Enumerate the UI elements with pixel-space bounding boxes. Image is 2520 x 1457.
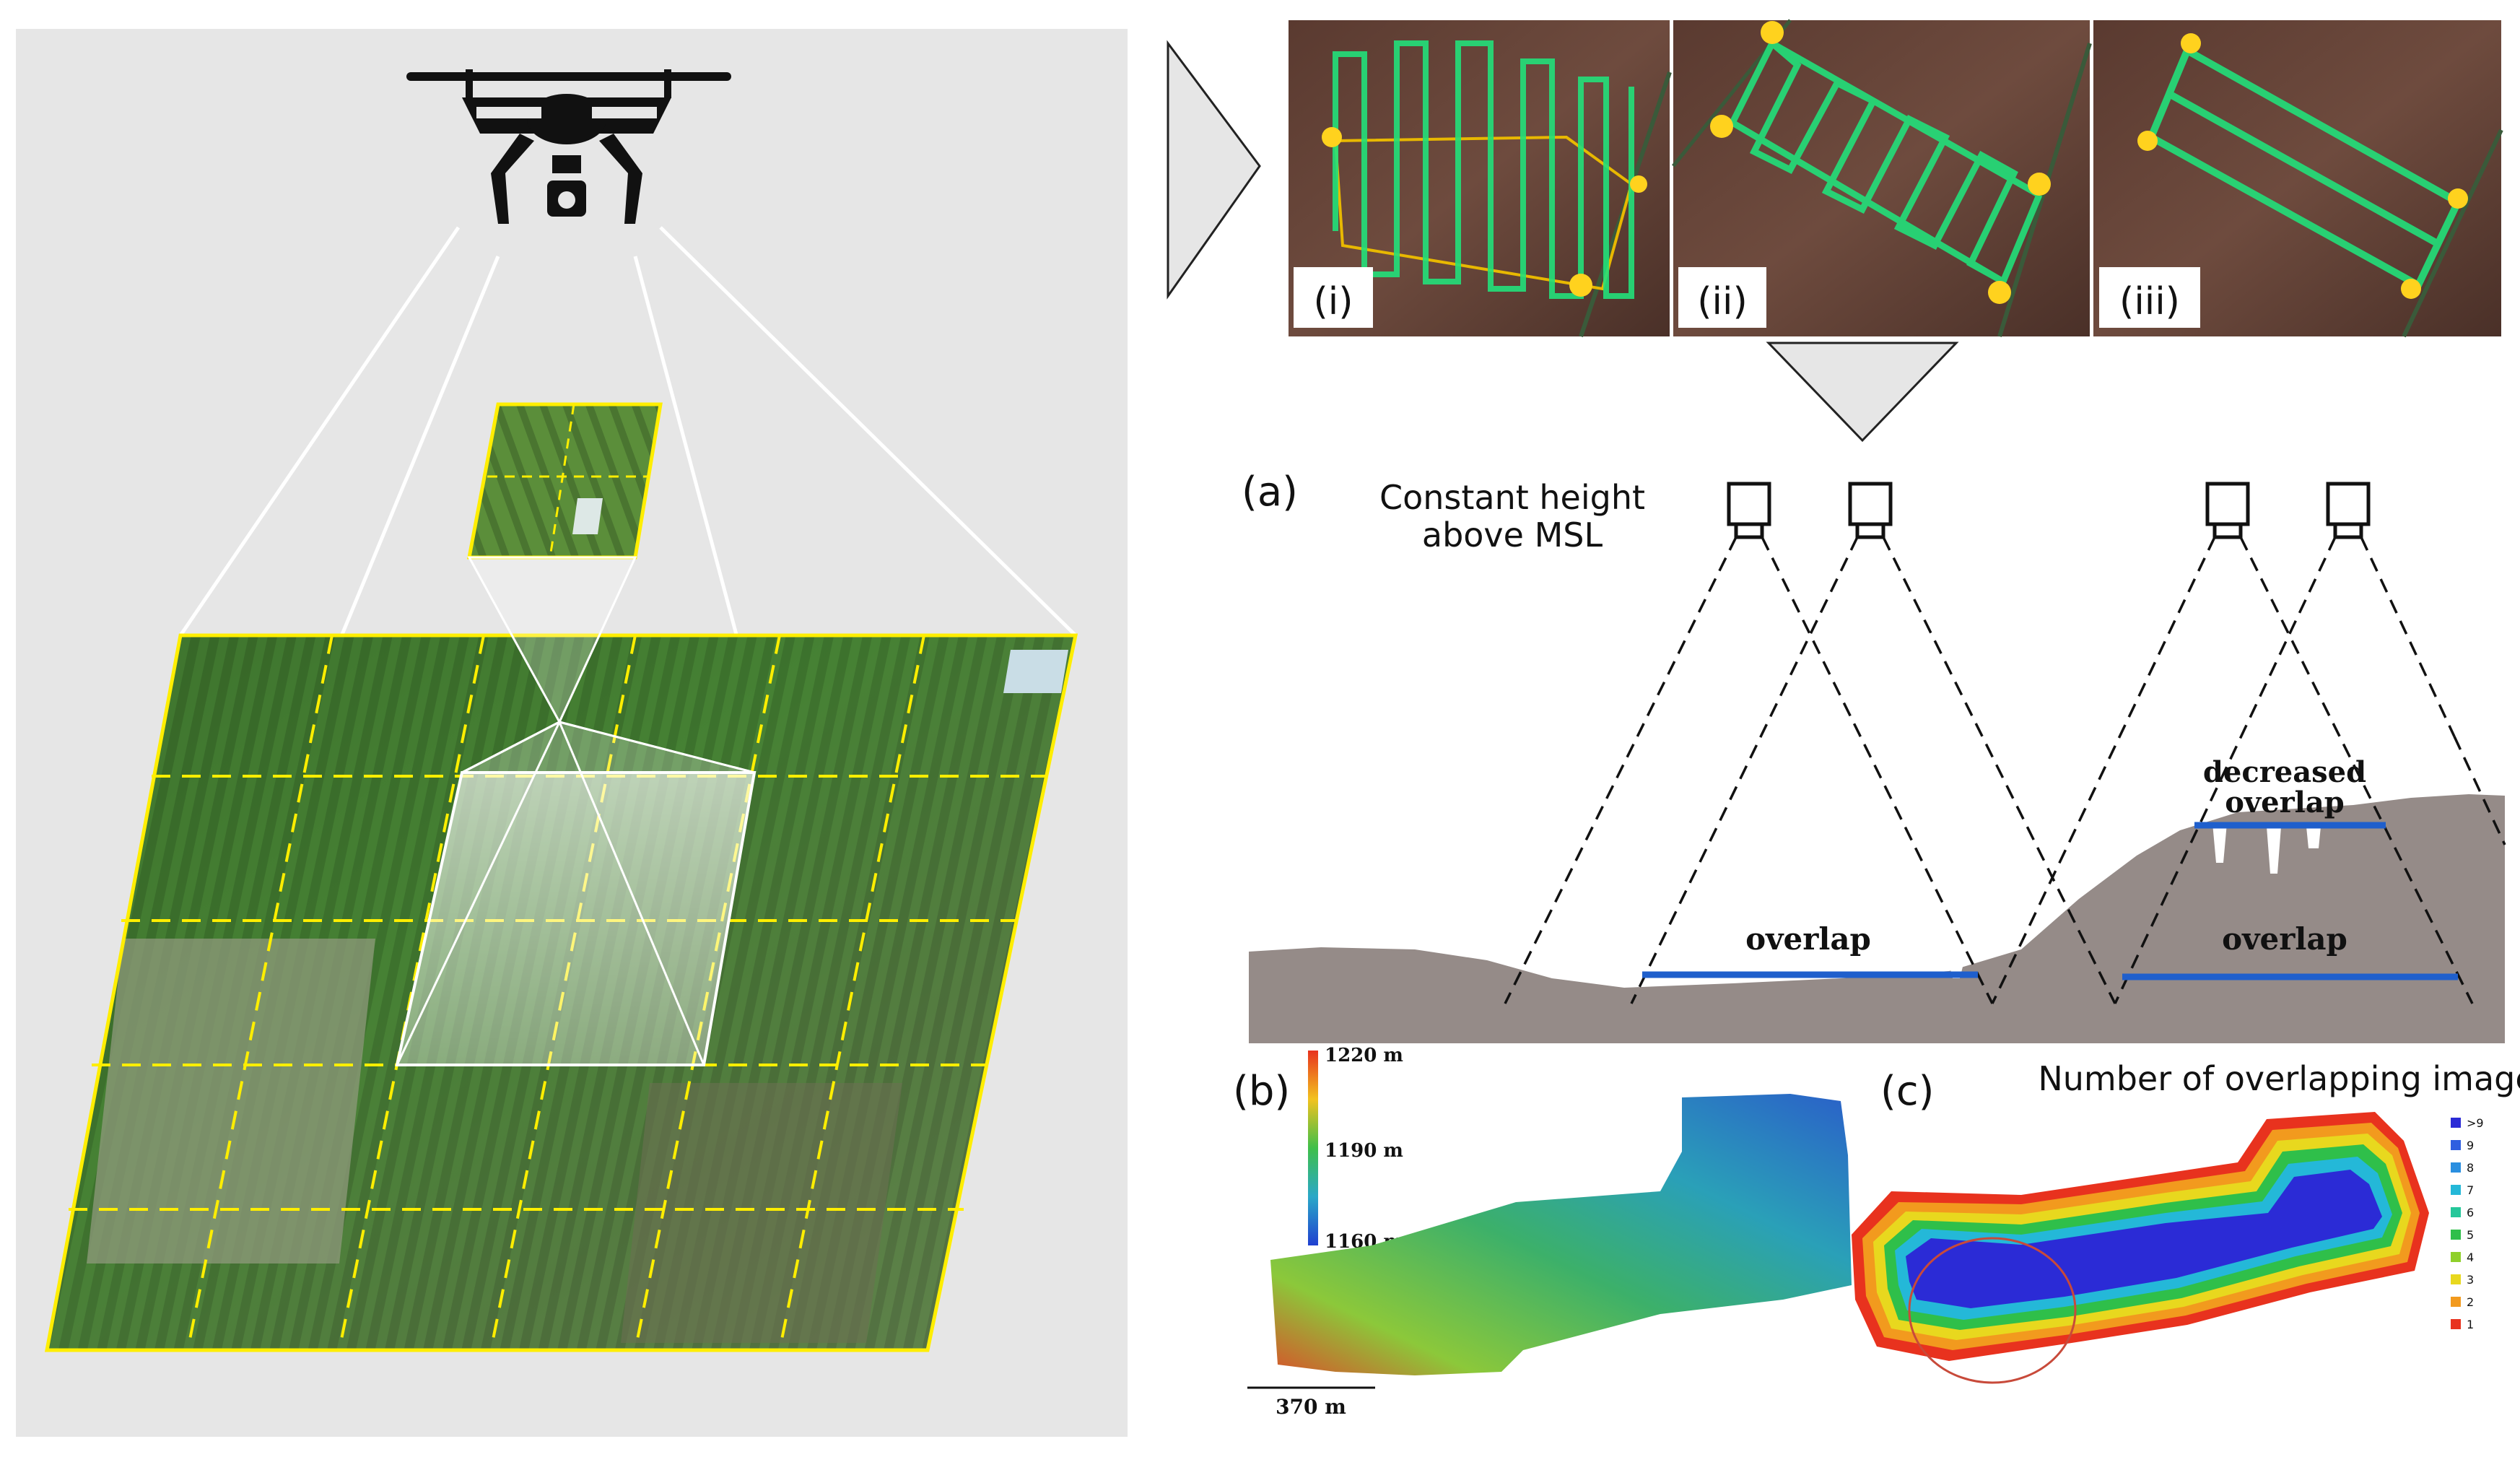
decreased-overlap-line1: decreased bbox=[2203, 755, 2366, 789]
overlap-label-right: overlap bbox=[2222, 921, 2347, 957]
legend-swatch bbox=[2451, 1207, 2461, 1217]
legend-label: >9 bbox=[2467, 1116, 2484, 1130]
pattern-label-ii: (ii) bbox=[1697, 280, 1747, 323]
legend-swatch bbox=[2451, 1140, 2461, 1150]
legend-label: 5 bbox=[2467, 1228, 2474, 1242]
panel-c-label: (c) bbox=[1880, 1068, 1934, 1115]
camera-icon-4 bbox=[2326, 482, 2371, 539]
camera-view-cones bbox=[1504, 536, 2506, 1004]
legend-swatch bbox=[2451, 1319, 2461, 1329]
flight-pattern-panel-2: (ii) bbox=[1672, 19, 2092, 337]
overlap-legend: >9 9 8 7 6 5 4 3 2 1 bbox=[2451, 1116, 2484, 1331]
highlight-circle bbox=[1908, 1237, 2077, 1384]
camera-icon-1 bbox=[1727, 482, 1771, 539]
flight-pattern-panel-1: (i) bbox=[1289, 20, 1672, 337]
scale-bar-label: 370 m bbox=[1276, 1395, 1346, 1419]
legend-swatch bbox=[2451, 1252, 2461, 1262]
panel-a-label: (a) bbox=[1242, 469, 1298, 516]
legend-label: 2 bbox=[2467, 1295, 2474, 1309]
legend-swatch bbox=[2451, 1118, 2461, 1128]
camera-icon-3 bbox=[2205, 482, 2250, 539]
pattern-label-iii: (iii) bbox=[2119, 280, 2180, 323]
overlap-count-title: Number of overlapping images bbox=[2038, 1059, 2520, 1098]
aerial-mosaic bbox=[44, 556, 1078, 1352]
overlap-label-left: overlap bbox=[1745, 921, 1871, 957]
overlap-bars bbox=[1642, 822, 2458, 980]
legend-swatch bbox=[2451, 1297, 2461, 1307]
drone-icon bbox=[406, 69, 731, 224]
scale-mid-label: 1190 m bbox=[1325, 1140, 1403, 1162]
legend-label: 4 bbox=[2467, 1251, 2474, 1264]
pattern-label-i: (i) bbox=[1313, 280, 1353, 323]
right-arrow-icon bbox=[1167, 40, 1261, 300]
overlap-count-map bbox=[1852, 1112, 2429, 1361]
legend-label: 1 bbox=[2467, 1318, 2474, 1331]
single-aerial-image bbox=[466, 402, 663, 560]
legend-swatch bbox=[2451, 1162, 2461, 1173]
legend-swatch bbox=[2451, 1185, 2461, 1195]
legend-label: 8 bbox=[2467, 1161, 2474, 1175]
terrain-profile bbox=[1249, 794, 2505, 1043]
camera-icon-2 bbox=[1848, 482, 1893, 539]
elevation-map bbox=[1270, 1094, 1852, 1375]
height-caption-line1: Constant height bbox=[1379, 478, 1645, 517]
decreased-overlap-line2: overlap bbox=[2225, 786, 2345, 819]
down-arrow-icon bbox=[1766, 342, 1959, 443]
scale-max-label: 1220 m bbox=[1325, 1045, 1403, 1066]
panel-b-label: (b) bbox=[1233, 1068, 1290, 1115]
legend-label: 9 bbox=[2467, 1139, 2474, 1152]
legend-swatch bbox=[2451, 1274, 2461, 1284]
elevation-color-scale bbox=[1308, 1051, 1318, 1245]
legend-label: 6 bbox=[2467, 1206, 2474, 1219]
legend-label: 7 bbox=[2467, 1183, 2474, 1197]
flight-pattern-panel-3: (iii) bbox=[2093, 20, 2503, 338]
legend-label: 3 bbox=[2467, 1273, 2474, 1287]
height-caption-line2: above MSL bbox=[1422, 516, 1603, 554]
legend-swatch bbox=[2451, 1230, 2461, 1240]
